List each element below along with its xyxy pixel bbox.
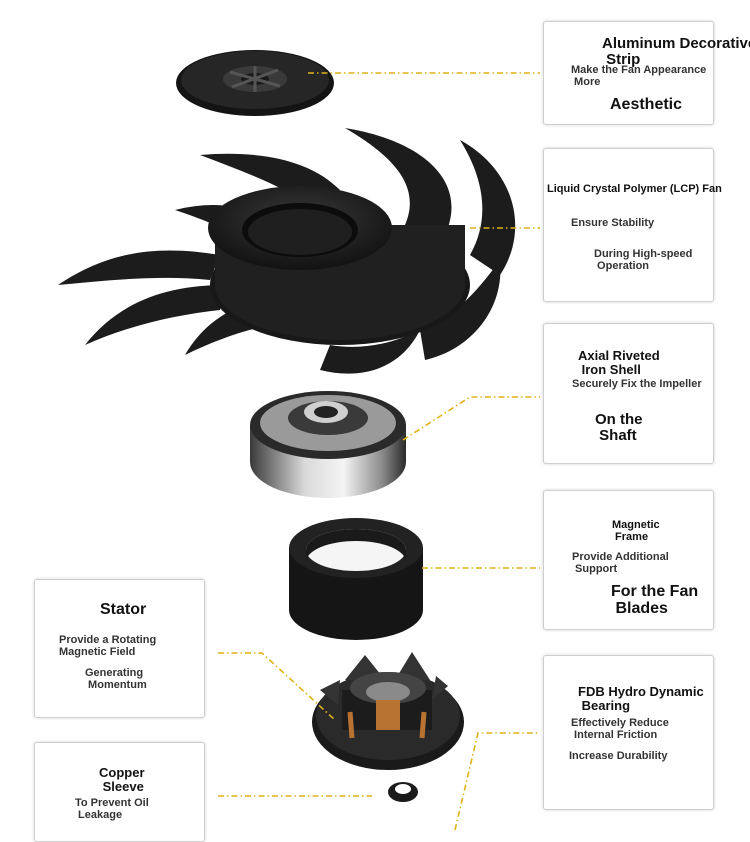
callout-iron-shell-title: Axial Riveted Iron Shell [578, 348, 660, 377]
magnetic-frame-part [289, 518, 423, 640]
copper-sleeve-part [388, 782, 418, 802]
callout-stator [34, 579, 205, 718]
callout-iron-shell-line2: On the Shaft [595, 411, 643, 444]
callout-decorative-strip [543, 21, 714, 125]
callout-decorative-strip-line1: Make the Fan Appearance More [571, 64, 707, 88]
callout-copper-sleeve-line1: To Prevent Oil Leakage [75, 797, 149, 821]
callout-stator-line2: Generating Momentum [85, 667, 147, 691]
callout-magnetic-frame [543, 490, 714, 630]
callout-stator-title: Stator [100, 601, 147, 618]
callout-copper-sleeve [34, 742, 205, 842]
callout-iron-shell-line1: Securely Fix the Impeller [572, 378, 702, 390]
callout-fdb-bearing-title: FDB Hydro Dynamic Bearing [578, 684, 704, 713]
leader-lines [218, 72, 540, 831]
iron-shell-part [250, 391, 406, 498]
callout-decorative-strip-line2: Aesthetic [610, 96, 683, 113]
callout-copper-sleeve-title: Copper Sleeve [99, 765, 145, 794]
callout-magnetic-frame-line1: Provide Additional Support [572, 551, 669, 575]
decorative-strip-part [176, 50, 334, 116]
callout-stator-line1: Provide a Rotating Magnetic Field [59, 634, 157, 658]
callout-lcp-fan-line2: During High-speed Operation [594, 248, 693, 272]
callout-fdb-bearing [543, 655, 714, 810]
callout-lcp-fan-line1: Ensure Stability [571, 217, 655, 229]
callout-fdb-bearing-line2: Increase Durability [569, 750, 668, 762]
stator-part [312, 652, 464, 770]
lcp-fan-impeller-part [58, 128, 516, 374]
callout-iron-shell [543, 323, 714, 464]
callout-lcp-fan-title: Liquid Crystal Polymer (LCP) Fan [547, 183, 722, 195]
callout-lcp-fan [543, 148, 714, 302]
callout-magnetic-frame-title: Magnetic Frame [612, 519, 660, 543]
callout-fdb-bearing-line1: Effectively Reduce Internal Friction [571, 717, 669, 741]
callout-decorative-strip-title: Aluminum Decorative Strip [602, 35, 750, 68]
callout-magnetic-frame-line2: For the Fan Blades [611, 583, 699, 617]
